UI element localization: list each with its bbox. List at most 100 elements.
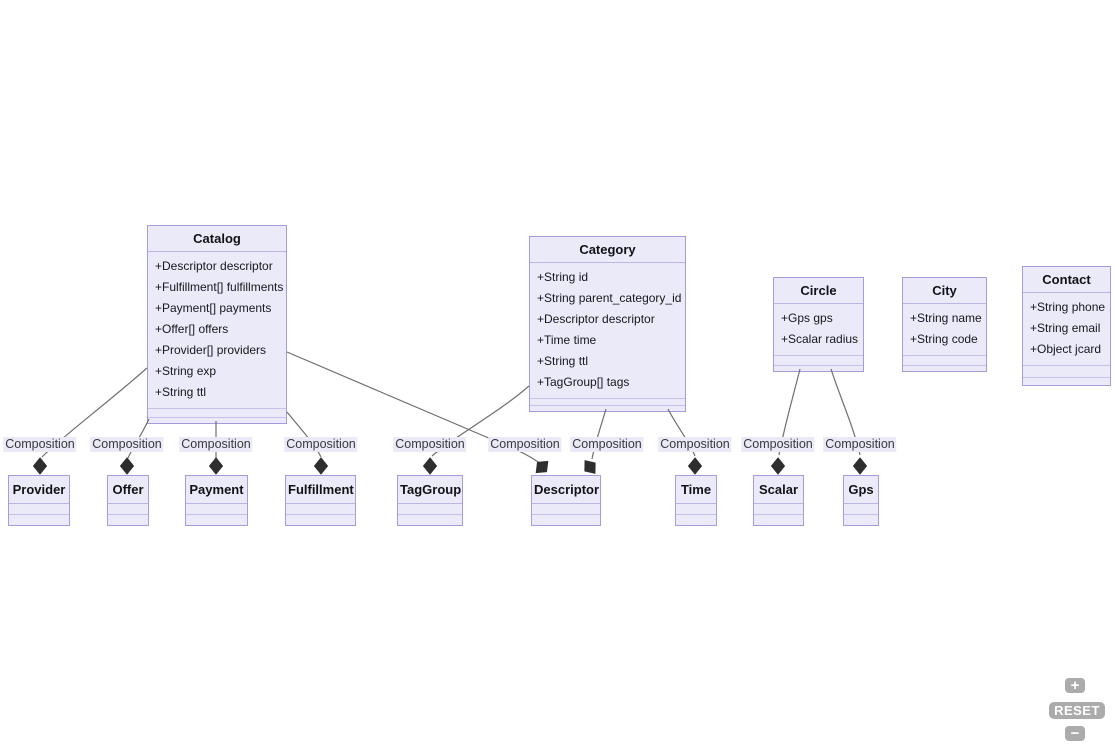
class-descriptor[interactable]: Descriptor: [531, 475, 601, 526]
methods-compartment: [186, 515, 247, 525]
composition-diamond: [422, 457, 438, 475]
class-attribute: +String exp: [155, 364, 217, 378]
class-title: Payment: [186, 476, 247, 504]
class-gps[interactable]: Gps: [843, 475, 879, 526]
attributes-compartment: [754, 504, 803, 515]
empty-compartment: [774, 366, 863, 371]
class-attribute: +String ttl: [155, 385, 207, 399]
class-attribute: +Time time: [537, 333, 597, 347]
class-attribute: +Descriptor descriptor: [537, 312, 655, 326]
attributes-compartment: [9, 504, 69, 515]
attributes-compartment: [108, 504, 148, 515]
methods-compartment: [286, 515, 355, 525]
composition-label: Composition: [823, 437, 897, 452]
class-attribute: +Object jcard: [1030, 342, 1102, 356]
class-contact[interactable]: Contact +String phone +String email +Obj…: [1022, 266, 1111, 386]
class-attribute: +String code: [910, 332, 978, 346]
class-catalog[interactable]: Catalog +Descriptor descriptor +Fulfillm…: [147, 225, 287, 424]
attributes-compartment: +String phone +String email +Object jcar…: [1023, 293, 1110, 366]
empty-compartment: [1023, 378, 1110, 385]
empty-compartment: [148, 418, 286, 423]
class-attribute: +String id: [537, 270, 589, 284]
composition-label: Composition: [90, 437, 164, 452]
composition-label: Composition: [658, 437, 732, 452]
attributes-compartment: [676, 504, 716, 515]
composition-label: Composition: [284, 437, 358, 452]
empty-compartment: [903, 366, 986, 371]
methods-compartment: [1023, 366, 1110, 378]
class-title: TagGroup: [398, 476, 462, 504]
class-time[interactable]: Time: [675, 475, 717, 526]
methods-compartment: [903, 356, 986, 366]
class-attribute: +String email: [1030, 321, 1101, 335]
attributes-compartment: +String id +String parent_category_id +D…: [530, 263, 685, 399]
class-circle[interactable]: Circle +Gps gps +Scalar radius: [773, 277, 864, 372]
class-scalar[interactable]: Scalar: [753, 475, 804, 526]
zoom-in-button[interactable]: +: [1065, 678, 1085, 693]
composition-diamond: [208, 457, 224, 475]
class-attribute: +Gps gps: [781, 311, 833, 325]
methods-compartment: [676, 515, 716, 525]
attributes-compartment: [398, 504, 462, 515]
composition-label: Composition: [570, 437, 644, 452]
methods-compartment: [530, 399, 685, 406]
methods-compartment: [754, 515, 803, 525]
methods-compartment: [532, 515, 600, 525]
class-title: Offer: [108, 476, 148, 504]
class-title: City: [903, 278, 986, 304]
class-title: Gps: [844, 476, 878, 504]
class-title: Catalog: [148, 226, 286, 252]
class-attribute: +String ttl: [537, 354, 589, 368]
class-attribute: +Descriptor descriptor: [155, 259, 273, 273]
methods-compartment: [9, 515, 69, 525]
class-attribute: +String parent_category_id: [537, 291, 682, 305]
class-city[interactable]: City +String name +String code: [902, 277, 987, 372]
attributes-compartment: +Gps gps +Scalar radius: [774, 304, 863, 356]
zoom-out-button[interactable]: −: [1065, 726, 1085, 741]
class-title: Time: [676, 476, 716, 504]
attributes-compartment: [532, 504, 600, 515]
class-attribute: +String phone: [1030, 300, 1106, 314]
attributes-compartment: +String name +String code: [903, 304, 986, 356]
class-attribute: +Payment[] payments: [155, 301, 272, 315]
composition-diamond: [313, 457, 329, 475]
class-fulfillment[interactable]: Fulfillment: [285, 475, 356, 526]
methods-compartment: [844, 515, 878, 525]
class-title: Descriptor: [532, 476, 600, 504]
class-attribute: +Provider[] providers: [155, 343, 267, 357]
class-title: Provider: [9, 476, 69, 504]
class-payment[interactable]: Payment: [185, 475, 248, 526]
attributes-compartment: +Descriptor descriptor +Fulfillment[] fu…: [148, 252, 286, 409]
methods-compartment: [774, 356, 863, 366]
composition-label: Composition: [488, 437, 562, 452]
composition-diamond: [32, 457, 48, 475]
attributes-compartment: [286, 504, 355, 515]
class-title: Contact: [1023, 267, 1110, 293]
composition-diamond: [852, 457, 868, 475]
empty-compartment: [530, 406, 685, 411]
methods-compartment: [108, 515, 148, 525]
composition-diamond: [119, 457, 135, 475]
reset-button[interactable]: RESET: [1049, 702, 1105, 719]
methods-compartment: [148, 409, 286, 418]
class-attribute: +Scalar radius: [781, 332, 859, 346]
composition-label: Composition: [3, 437, 77, 452]
methods-compartment: [398, 515, 462, 525]
class-attribute: +TagGroup[] tags: [537, 375, 630, 389]
class-title: Fulfillment: [286, 476, 355, 504]
class-taggroup[interactable]: TagGroup: [397, 475, 463, 526]
class-title: Scalar: [754, 476, 803, 504]
class-title: Circle: [774, 278, 863, 304]
composition-label: Composition: [179, 437, 253, 452]
class-title: Category: [530, 237, 685, 263]
class-category[interactable]: Category +String id +String parent_categ…: [529, 236, 686, 412]
class-attribute: +Offer[] offers: [155, 322, 229, 336]
class-attribute: +String name: [910, 311, 982, 325]
class-offer[interactable]: Offer: [107, 475, 149, 526]
class-provider[interactable]: Provider: [8, 475, 70, 526]
composition-diamond: [687, 457, 703, 475]
attributes-compartment: [844, 504, 878, 515]
composition-label: Composition: [741, 437, 815, 452]
class-attribute: +Fulfillment[] fulfillments: [155, 280, 284, 294]
